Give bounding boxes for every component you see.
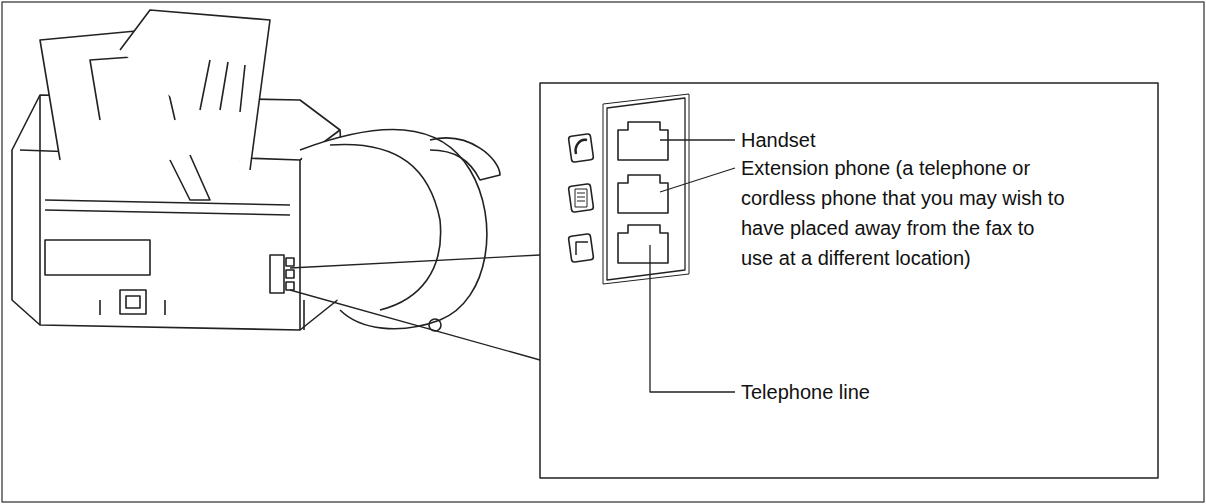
jack-label: Telephone line	[741, 377, 1141, 407]
jack-label: Handset	[741, 125, 1141, 155]
jack-label: Extension phone (a telephone or cordless…	[741, 153, 1071, 273]
